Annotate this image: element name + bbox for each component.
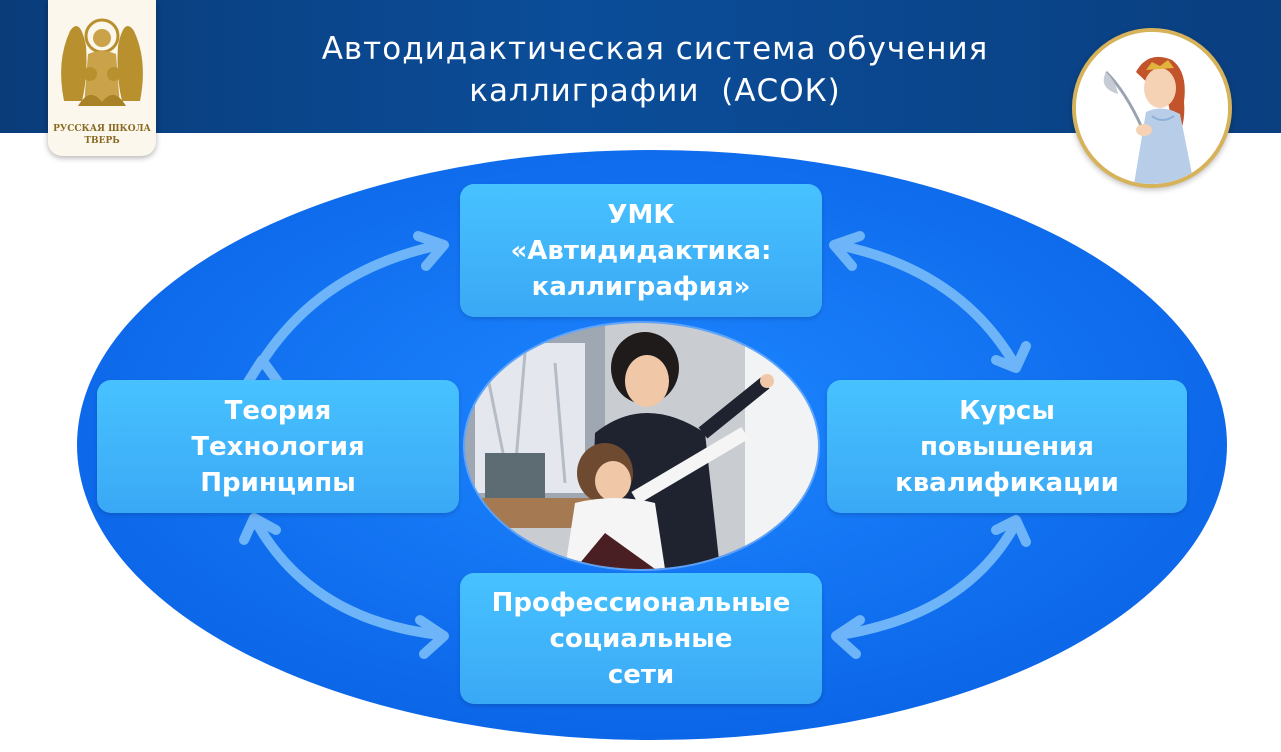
- box-courses-line-1: Курсы: [959, 395, 1055, 426]
- box-theory-line-1: Теория: [224, 395, 332, 426]
- box-umk-line-3: каллиграфия»: [531, 271, 751, 302]
- muse-logo: [1072, 28, 1232, 188]
- logo-text-line-2: ТВЕРЬ: [84, 136, 120, 146]
- box-social-line-3: сети: [607, 659, 675, 690]
- box-theory-line-2: Технология: [191, 431, 365, 462]
- box-courses-line-3: квалификации: [895, 467, 1119, 498]
- arrow-top-to-right: [833, 240, 1020, 370]
- russian-school-logo: РУССКАЯ ШКОЛА ТВЕРЬ: [48, 0, 156, 156]
- box-social-networks: Профессиональные социальные сети: [460, 573, 822, 704]
- box-umk-line-2: «Автидидактика:: [510, 235, 772, 266]
- arrow-left-to-top: [255, 240, 445, 370]
- box-courses: Курсы повышения квалификации: [827, 380, 1187, 513]
- arrow-left-to-bottom: [250, 515, 445, 640]
- title-line-1: Автодидактическая система обучения: [321, 31, 989, 67]
- angel-with-children-icon: [61, 18, 143, 106]
- center-photo: [465, 323, 818, 569]
- box-courses-line-2: повышения: [920, 431, 1094, 462]
- box-umk-line-1: УМК: [607, 199, 675, 230]
- box-social-line-1: Профессиональные: [491, 587, 791, 618]
- header-bar: [0, 0, 1281, 133]
- muse-with-quill-icon: [1076, 32, 1228, 184]
- logo-text-line-1: РУССКАЯ ШКОЛА: [53, 124, 151, 134]
- box-social-line-2: социальные: [549, 623, 733, 654]
- box-umk: УМК «Автидидактика: каллиграфия»: [460, 184, 822, 317]
- box-theory-line-3: Принципы: [200, 467, 356, 498]
- teacher-and-girl-photo: [465, 323, 818, 569]
- box-theory: Теория Технология Принципы: [97, 380, 459, 513]
- slide-title: Автодидактическая система обучения калли…: [230, 28, 1080, 112]
- cycle-arrows: [239, 231, 1031, 659]
- arrow-right-to-bottom: [835, 520, 1020, 640]
- title-line-2: каллиграфии (АСОК): [469, 73, 841, 109]
